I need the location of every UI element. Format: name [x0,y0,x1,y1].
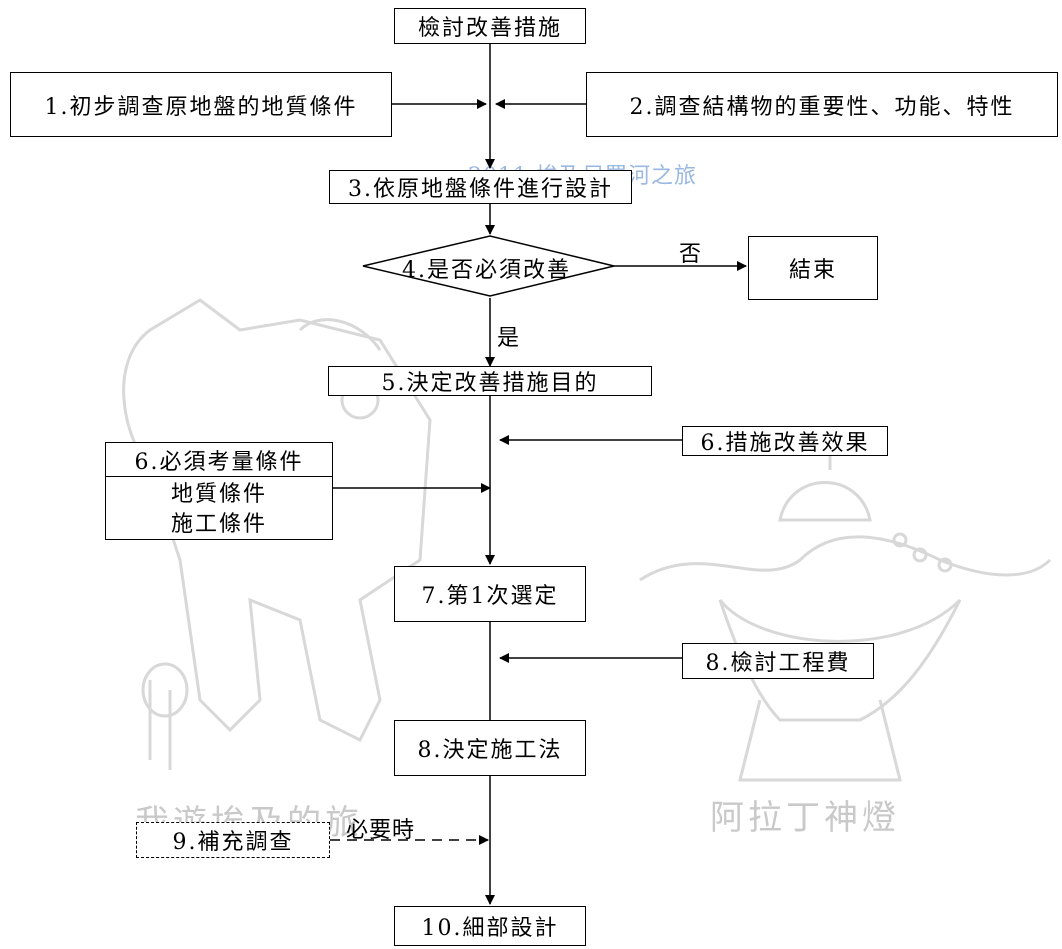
node-purpose: 5.決定改善措施目的 [328,366,652,396]
conditions-title: 6.必須考量條件 [106,443,332,477]
decision-label: 4.是否必須改善 [402,258,571,283]
node-review-measures: 檢討改善措施 [394,8,586,44]
yes-label: 是 [497,326,520,351]
decision-diamond [362,235,615,297]
node-design: 3.依原地盤條件進行設計 [329,170,632,204]
watermark-right: 阿拉丁神燈 [710,798,900,838]
node-construction-method: 8.決定施工法 [394,720,586,776]
node-ground-survey: 1.初步調查原地盤的地質條件 [10,72,392,137]
no-label: 否 [679,242,702,267]
node-supplementary-survey: 9.補充調查 [136,822,330,858]
node-structure-survey: 2.調查結構物的重要性、功能、特性 [586,72,1058,137]
node-conditions: 6.必須考量條件 地質條件 施工條件 [105,442,333,540]
node-cost-review: 8.檢討工程費 [682,643,874,679]
condition-item: 施工條件 [170,512,267,537]
node-end: 結束 [748,236,878,300]
condition-item: 地質條件 [170,482,267,507]
node-first-selection: 7.第1次選定 [394,566,586,622]
node-improvement-effect: 6.措施改善效果 [682,426,888,456]
node-detail-design: 10.細部設計 [394,906,586,946]
when-needed-label: 必要時 [346,818,416,843]
